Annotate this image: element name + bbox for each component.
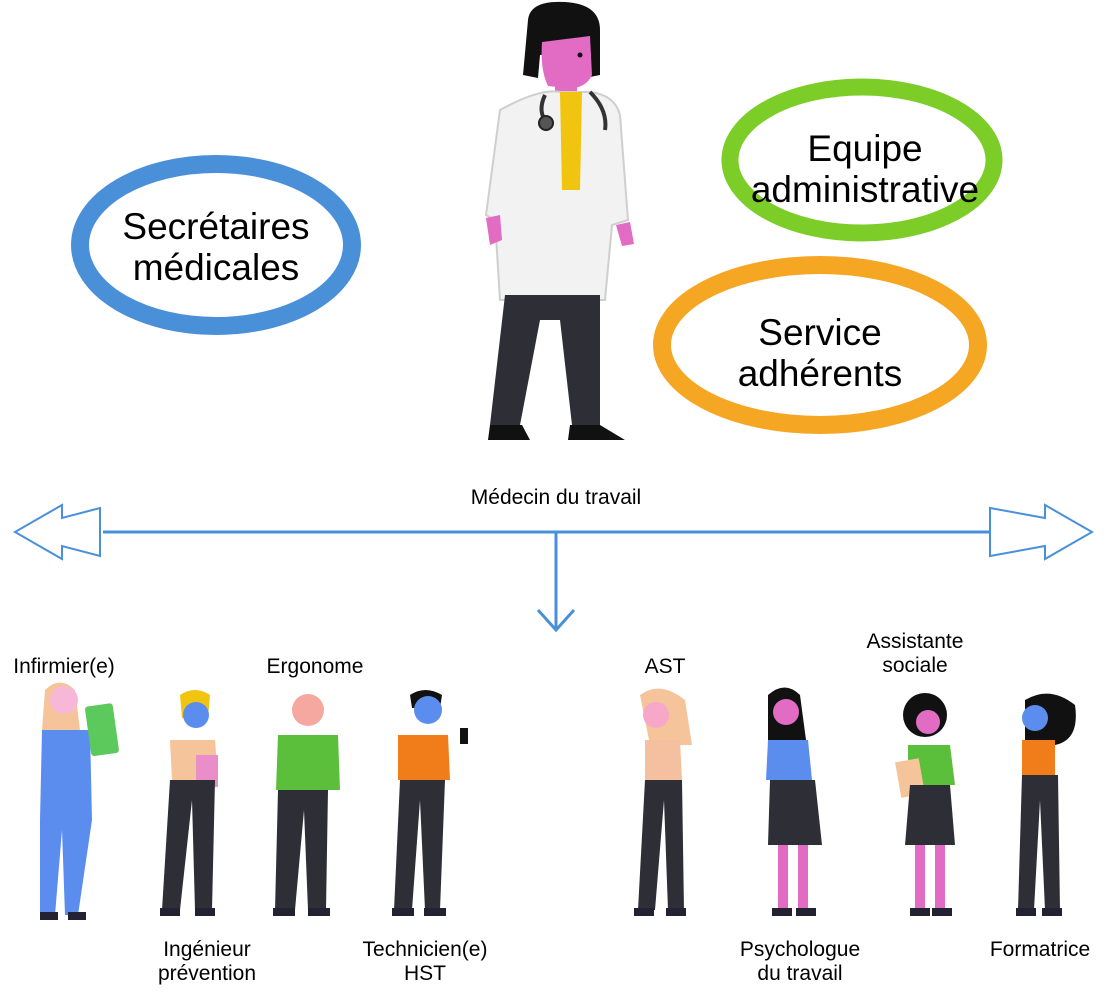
role-ingenieur: Ingénieur prévention <box>142 938 272 986</box>
adherents-label: Service adhérents <box>720 312 920 394</box>
adherents-ellipse <box>653 256 987 434</box>
ergonome-figure <box>273 694 340 916</box>
adherents-line1: Service <box>758 312 882 353</box>
role-assistante-line1: Assistante <box>866 630 964 653</box>
role-psychologue-line1: Psychologue <box>739 938 861 961</box>
role-technicien: Technicien(e) HST <box>360 938 490 986</box>
role-psychologue-line2: du travail <box>757 962 843 985</box>
secretaires-ellipse <box>71 155 361 335</box>
administrative-ellipse <box>721 78 1003 242</box>
doctor-figure <box>484 1 634 440</box>
administrative-label: Equipe administrative <box>740 128 990 210</box>
administrative-line1: Equipe <box>807 128 923 169</box>
role-formatrice: Formatrice <box>989 938 1091 961</box>
secretaires-line2: médicales <box>132 247 300 288</box>
role-psychologue: Psychologue du travail <box>730 938 870 986</box>
administrative-line2: administrative <box>750 169 980 210</box>
secretaires-label: Secrétaires médicales <box>116 206 316 288</box>
technicien-figure <box>392 690 468 916</box>
secretaires-line1: Secrétaires <box>122 206 310 247</box>
center-label: Médecin du travail <box>470 486 642 509</box>
horizontal-double-arrow <box>12 503 1095 561</box>
ast-figure <box>634 688 692 916</box>
infirmier-figure <box>40 682 119 920</box>
role-ingenieur-line1: Ingénieur <box>163 938 251 961</box>
role-ergonome: Ergonome <box>266 655 364 678</box>
role-technicien-line1: Technicien(e) <box>362 938 488 961</box>
adherents-line2: adhérents <box>737 353 903 394</box>
role-infirmier: Infirmier(e) <box>13 655 115 678</box>
assistante-figure <box>895 693 955 916</box>
role-ingenieur-line2: prévention <box>157 962 257 985</box>
ingenieur-figure <box>160 690 218 916</box>
formatrice-figure <box>1016 693 1076 916</box>
psychologue-figure <box>766 687 822 916</box>
role-technicien-line2: HST <box>404 962 446 985</box>
down-arrow <box>536 532 576 633</box>
role-assistante-line2: sociale <box>882 654 948 677</box>
role-ast: AST <box>644 655 686 678</box>
role-assistante: Assistante sociale <box>850 630 980 678</box>
